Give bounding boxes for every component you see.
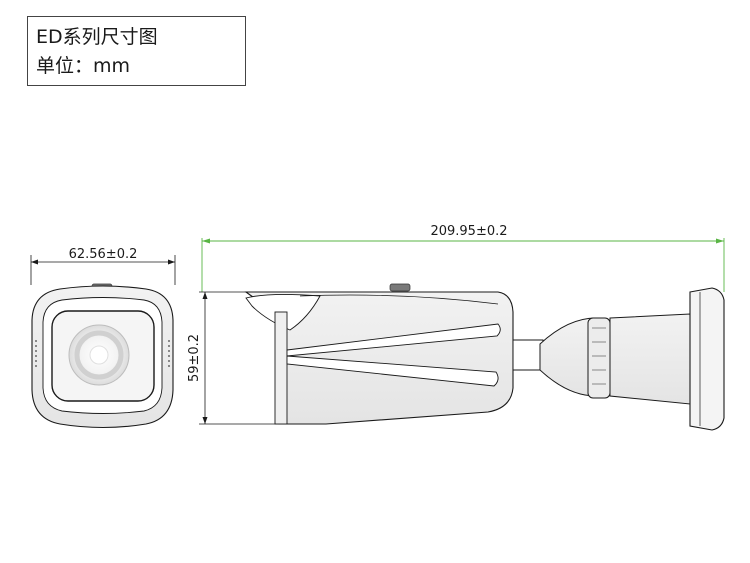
unit-label: 单位：mm	[36, 55, 131, 77]
width-dim-arrow-right	[168, 259, 175, 265]
neck	[512, 339, 544, 371]
body-groove-upper	[286, 323, 501, 357]
height-dim-arrow-top	[202, 292, 208, 299]
width-dim-label: 62.56±0.2	[69, 247, 138, 262]
front-lip	[274, 311, 288, 425]
height-dim-label: 59±0.2	[187, 334, 202, 382]
title-box: ED系列尺寸图 单位：mm	[27, 16, 246, 86]
lens-center	[89, 345, 109, 365]
body-groove-lower	[286, 355, 499, 387]
bracket-arm	[609, 313, 691, 405]
height-dim-arrow-bottom	[202, 417, 208, 424]
length-dim-arrow-left	[202, 238, 210, 244]
drawing-title: ED系列尺寸图	[36, 26, 158, 48]
length-dim-label: 209.95±0.2	[430, 224, 507, 239]
lens-ring	[74, 330, 124, 380]
length-dim-arrow-right	[716, 238, 724, 244]
locking-ring	[587, 317, 611, 399]
body-top-ridge	[299, 294, 499, 305]
wall-plate	[689, 287, 725, 431]
front-view: 62.56±0.2	[30, 247, 176, 429]
side-top-button	[389, 283, 411, 292]
side-view: 209.95±0.2 59±0.2	[187, 224, 725, 431]
width-dim-arrow-left	[31, 259, 38, 265]
